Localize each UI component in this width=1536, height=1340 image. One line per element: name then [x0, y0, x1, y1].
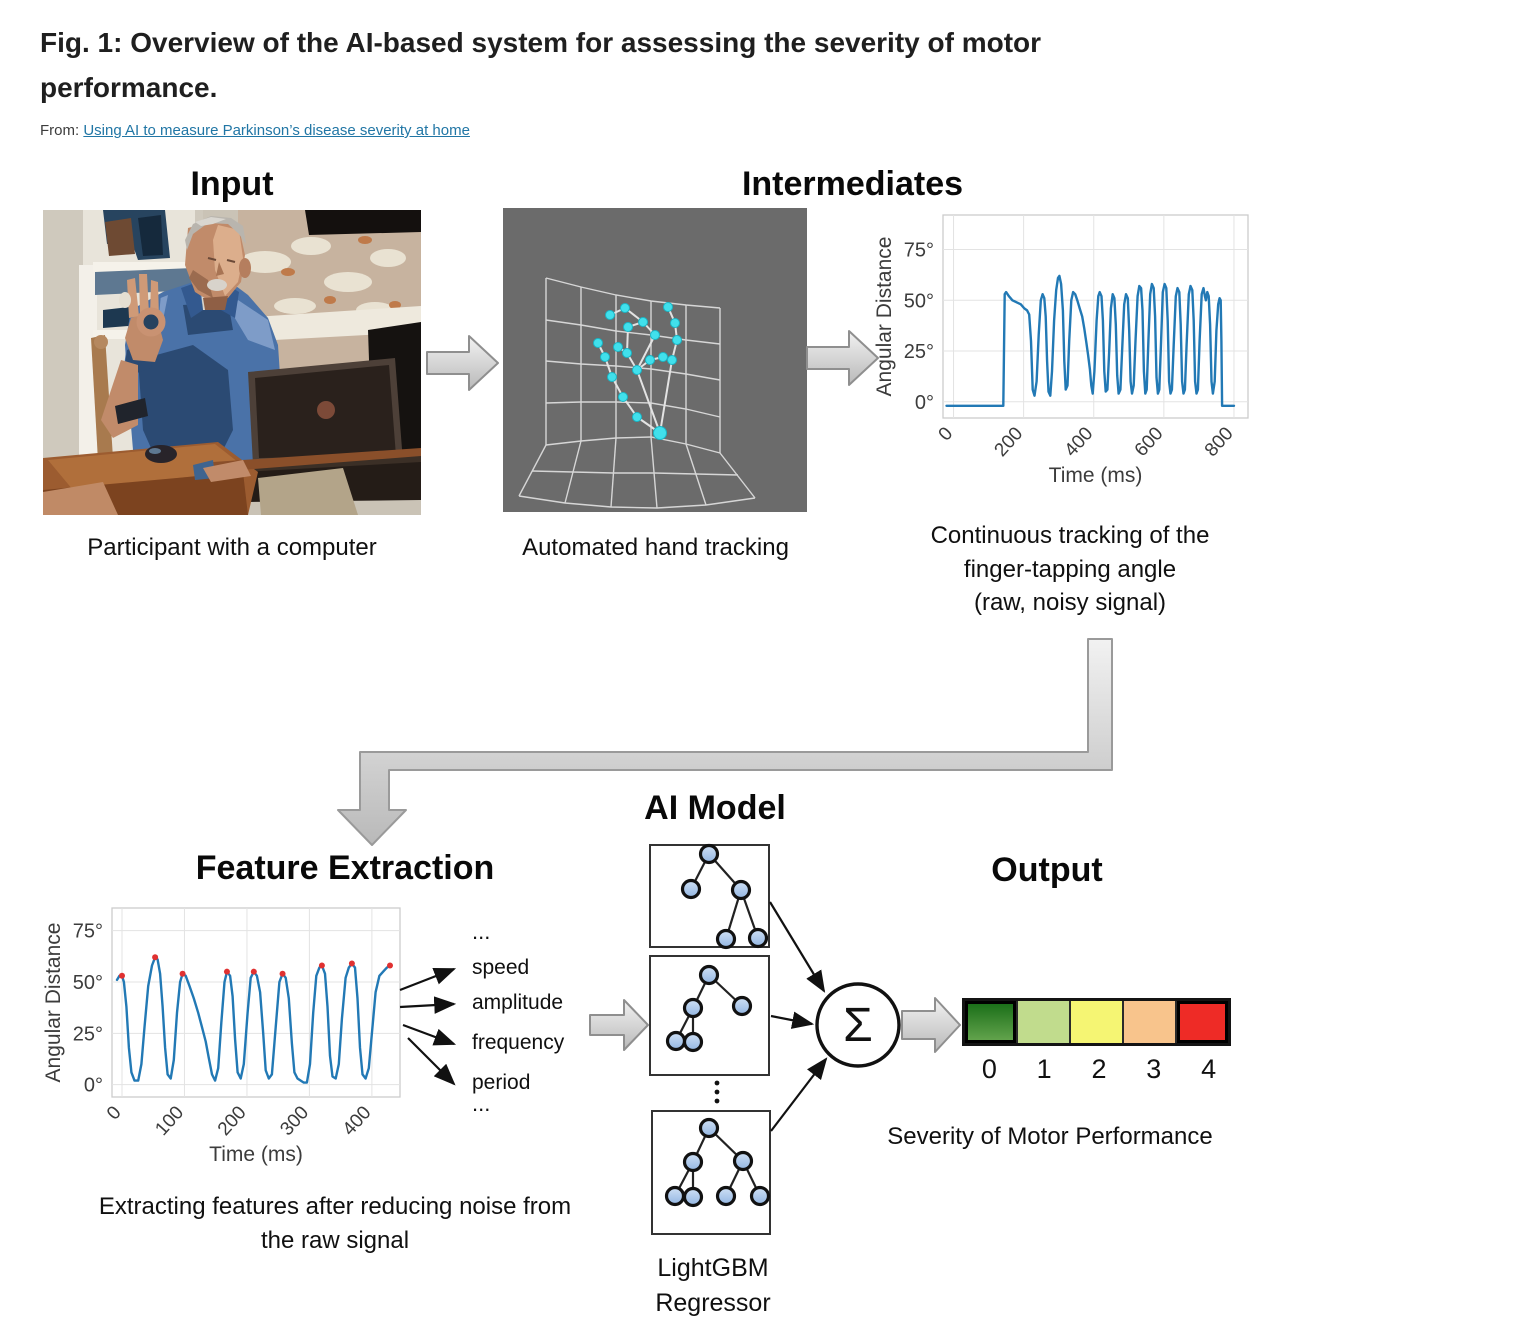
flow-arrow-input-to-tracking	[426, 335, 499, 391]
severity-cell	[1016, 1001, 1069, 1043]
feature-label-period: period	[472, 1071, 531, 1094]
svg-text:600: 600	[1131, 423, 1168, 461]
svg-text:400: 400	[339, 1102, 376, 1140]
svg-text:25°: 25°	[73, 1023, 103, 1045]
severity-scale	[962, 998, 1231, 1046]
svg-text:400: 400	[1061, 423, 1098, 461]
severity-cell	[1122, 1001, 1175, 1043]
severity-number-2: 2	[1091, 1054, 1107, 1084]
ai-model-diagram: Σ	[649, 843, 961, 1235]
feature-label-amplitude: amplitude	[472, 991, 564, 1014]
severity-number-4: 4	[1201, 1054, 1217, 1084]
severity-cell	[1175, 1001, 1228, 1043]
svg-text:0: 0	[935, 423, 958, 445]
severity-number-3: 3	[1146, 1054, 1162, 1084]
flow-arrow-features-to-model	[589, 999, 649, 1051]
tree-nodes	[664, 843, 771, 1208]
input-caption: Participant with a computer	[87, 534, 377, 561]
output-caption: Severity of Motor Performance	[887, 1123, 1213, 1150]
feature-label-speed: speed	[472, 956, 530, 979]
signal-caption-line1: Continuous tracking of the	[930, 522, 1210, 549]
source-link[interactable]: Using AI to measure Parkinson’s disease …	[83, 122, 470, 139]
severity-cell	[965, 1001, 1016, 1043]
ellipsis-dots-icon	[714, 1080, 720, 1104]
severity-number-1: 1	[1036, 1054, 1052, 1084]
svg-text:75°: 75°	[904, 240, 934, 262]
model-label-line2: Regressor	[655, 1289, 771, 1317]
sum-circle	[815, 982, 901, 1068]
feature-caption-line2: the raw signal	[260, 1226, 410, 1254]
svg-text:75°: 75°	[73, 921, 103, 943]
participant-photo	[43, 210, 421, 515]
source-prefix: From:	[40, 122, 80, 139]
signal-caption-line3: (raw, noisy signal)	[973, 589, 1167, 617]
sum-symbol: Σ	[843, 999, 873, 1052]
svg-text:25°: 25°	[904, 341, 934, 363]
source-line: From: Using AI to measure Parkinson’s di…	[40, 122, 470, 139]
hand-landmark-points	[593, 302, 682, 440]
feature-ellipsis-bottom: ...	[472, 1091, 491, 1116]
signal-caption-line2: finger-tapping angle	[963, 555, 1177, 583]
feature-fan-arrows	[399, 967, 457, 1086]
signal-caption: Continuous tracking of the finger-tappin…	[875, 519, 1265, 620]
page-title: Fig. 1: Overview of the AI-based system …	[40, 20, 1140, 111]
severity-cell	[1069, 1001, 1122, 1043]
feature-label-frequency: frequency	[472, 1031, 565, 1054]
svg-text:50°: 50°	[73, 972, 103, 994]
tracking-caption: Automated hand tracking	[522, 534, 789, 561]
svg-text:Angular Distance: Angular Distance	[42, 923, 65, 1083]
severity-number-0: 0	[981, 1054, 997, 1084]
svg-text:300: 300	[276, 1102, 313, 1140]
heading-feature-extraction: Feature Extraction	[195, 849, 495, 887]
flow-arrow-tracking-to-signal	[806, 330, 879, 386]
severity-scale-numbers: 0 1 2 3 4	[962, 1054, 1236, 1085]
feature-ellipsis-top: ...	[472, 919, 491, 944]
svg-text:0: 0	[103, 1102, 126, 1124]
svg-text:0°: 0°	[915, 392, 934, 414]
svg-text:200: 200	[991, 423, 1028, 461]
wireframe-grid	[518, 277, 756, 509]
tree-to-sum-arrows	[769, 901, 828, 1132]
svg-text:50°: 50°	[904, 290, 934, 312]
page-title-line1: Fig. 1: Overview of the AI-based system …	[40, 27, 1042, 58]
svg-text:200: 200	[214, 1102, 251, 1140]
page-title-line2: performance.	[40, 72, 218, 104]
model-label: LightGBM Regressor	[613, 1251, 813, 1321]
heading-input: Input	[190, 165, 274, 203]
heading-intermediates: Intermediates	[741, 165, 964, 203]
heading-ai-model: AI Model	[644, 789, 786, 827]
svg-text:800: 800	[1201, 423, 1238, 461]
feature-caption: Extracting features after reducing noise…	[25, 1190, 645, 1257]
svg-text:Angular Distance: Angular Distance	[873, 237, 896, 397]
flow-arrow-signal-to-features	[337, 638, 1113, 846]
heading-output: Output	[991, 851, 1103, 889]
svg-text:Time (ms): Time (ms)	[1049, 464, 1143, 487]
svg-text:0°: 0°	[84, 1075, 103, 1097]
hand-tracking-panel	[503, 208, 807, 512]
svg-text:Time (ms): Time (ms)	[209, 1143, 303, 1166]
feature-caption-line1: Extracting features after reducing noise…	[98, 1193, 572, 1220]
svg-text:100: 100	[151, 1102, 188, 1140]
model-label-line1: LightGBM	[657, 1254, 769, 1282]
flow-arrow-sum-to-output	[901, 997, 961, 1053]
